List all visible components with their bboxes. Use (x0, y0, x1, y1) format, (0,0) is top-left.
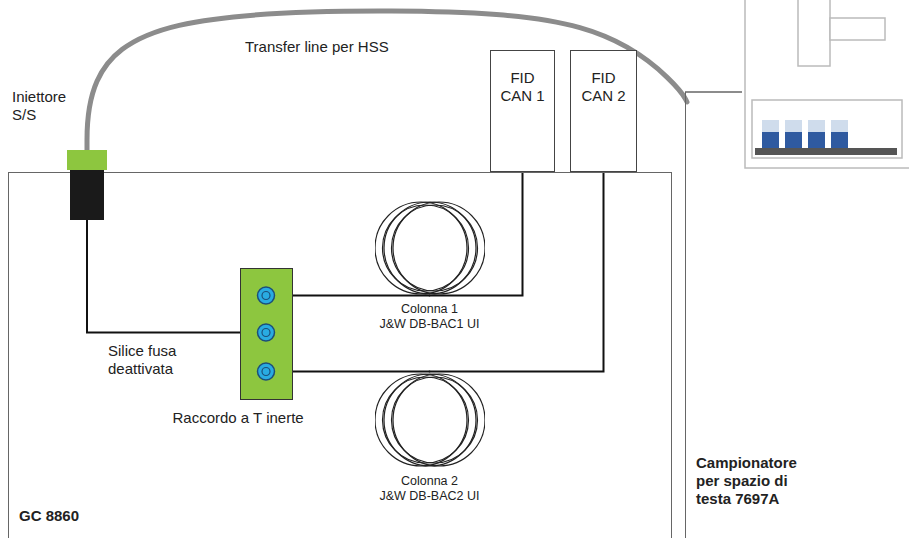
tee-port (257, 363, 274, 380)
column-coil: Colonna 1 J&W DB-BAC1 UI (375, 200, 485, 296)
gc-housing: GC 8860 Raccordo a T inerte Colonna 1 J&W … (8, 172, 672, 538)
node-label: FID CAN 1 (491, 69, 554, 105)
node-label: Campionatore per spazio di testa 7697A (696, 454, 797, 508)
sampler-tower (798, 0, 830, 66)
node-label: FID CAN 2 (571, 69, 636, 105)
sampler-body (745, 0, 909, 168)
fid-detector: FID CAN 1 (490, 50, 555, 172)
edge-label: Transfer line per HSS (245, 38, 389, 56)
vial (808, 132, 825, 148)
tray-base (755, 148, 897, 155)
node-label: Colonna 1 J&W DB-BAC1 UI (375, 302, 485, 332)
headspace-panel: Campionatore per spazio di testa 7697A (685, 92, 909, 538)
vial (762, 132, 779, 148)
vial-cap (808, 120, 825, 132)
tee-connector: Raccordo a T inerte (240, 268, 293, 400)
fid-detector: FID CAN 2 (570, 50, 637, 172)
vial (831, 132, 848, 148)
vial-cap (785, 120, 802, 132)
node-label: GC 8860 (19, 507, 79, 525)
node-label: Raccordo a T inerte (173, 409, 304, 427)
tee-port (257, 324, 274, 341)
column-coil-windings (375, 372, 485, 468)
column-line (430, 172, 604, 372)
edge-label: Silice fusa deattivata (108, 342, 176, 378)
column-coil-windings (375, 200, 485, 296)
sampler-arm (830, 18, 885, 40)
vial (785, 132, 802, 148)
injector: Iniettore S/S (67, 150, 107, 220)
tee-ports (241, 269, 291, 398)
node-label: Iniettore S/S (12, 88, 66, 124)
sample-vials (762, 120, 848, 148)
column-line (430, 172, 523, 296)
injector-nut (67, 150, 107, 170)
vial-cap (831, 120, 848, 132)
vial-cap (762, 120, 779, 132)
injector-body (70, 170, 104, 220)
column-coil: Colonna 2 J&W DB-BAC2 UI (375, 372, 485, 468)
tee-port (257, 287, 274, 304)
sampler-tray (752, 100, 902, 158)
node-label: Colonna 2 J&W DB-BAC2 UI (375, 474, 485, 504)
